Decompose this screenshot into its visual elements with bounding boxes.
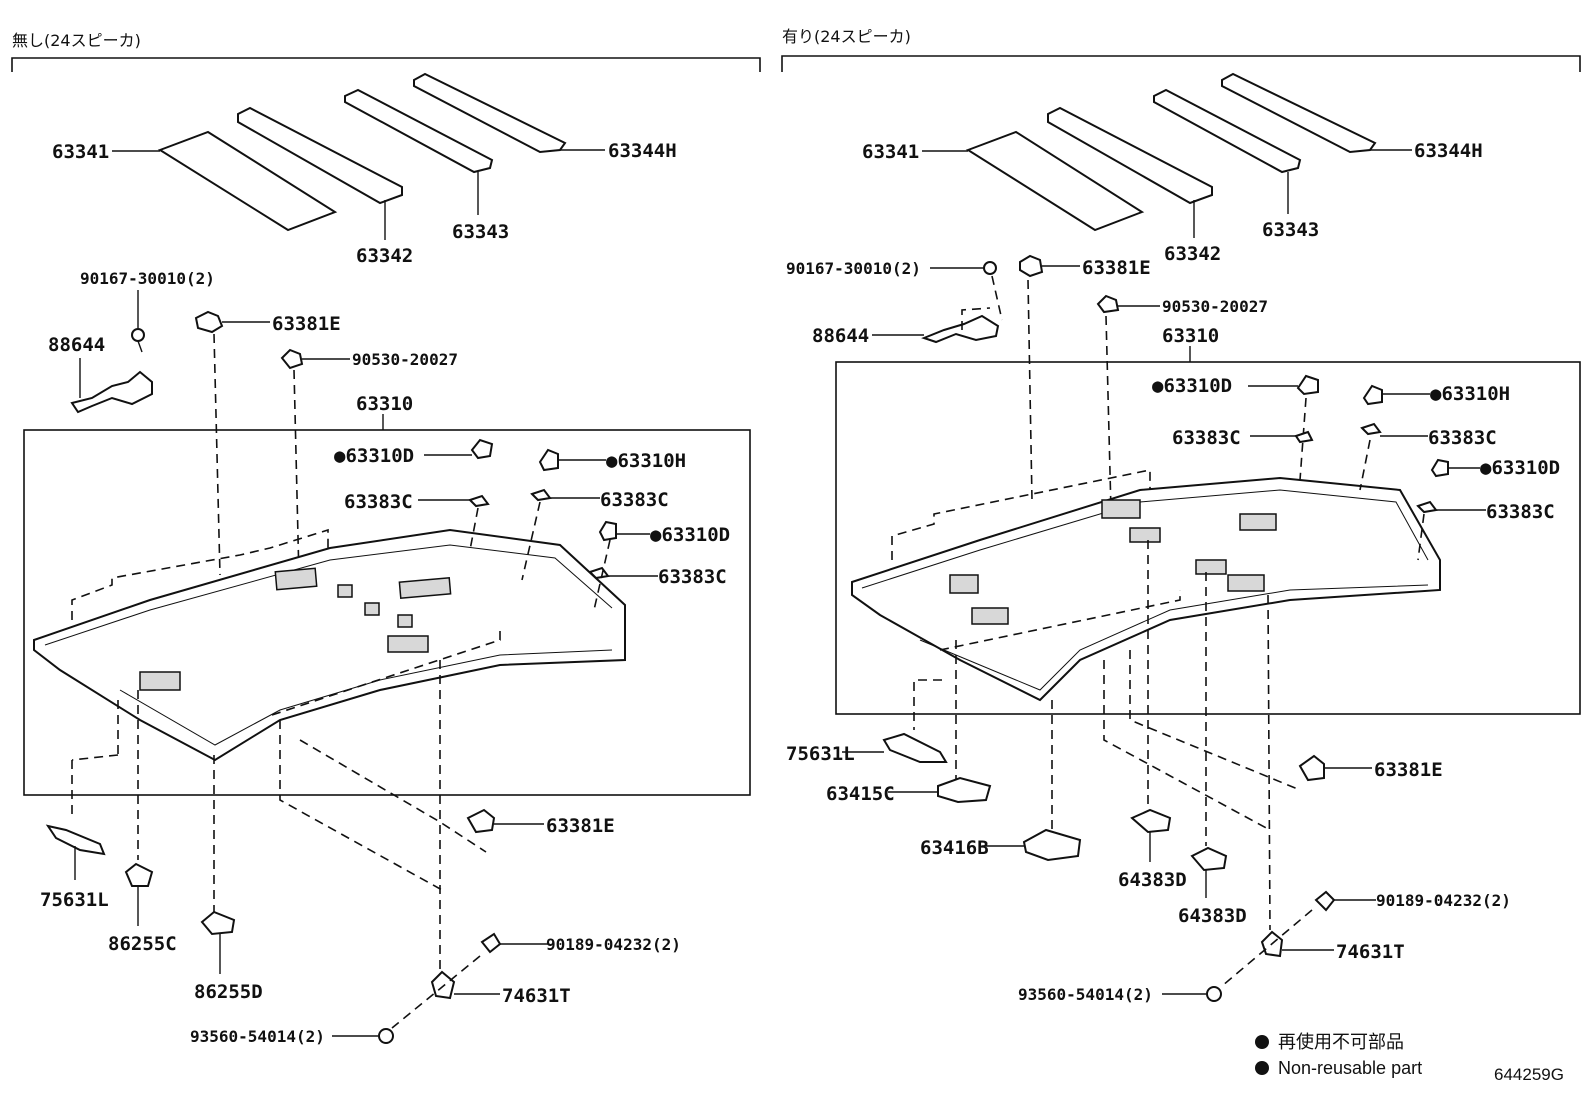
label-63383C-1: 63383C	[344, 491, 413, 513]
label-63344H: 63344H	[608, 140, 677, 162]
screw-90189-r	[1314, 890, 1336, 912]
clip-63310H-r	[1362, 384, 1383, 406]
part-63415C-r	[937, 776, 992, 804]
part-74631T	[430, 970, 456, 1000]
label-63383C-2-r: 63383C	[1428, 427, 1497, 449]
clip-90530	[280, 348, 304, 370]
label-88644: 88644	[48, 334, 105, 356]
label-63415C-r: 63415C	[826, 783, 895, 805]
label-63310: 63310	[356, 393, 413, 415]
label-63383C-1-r: 63383C	[1172, 427, 1241, 449]
non-reusable-bullet-icon	[1255, 1035, 1269, 1049]
headliner-63310	[33, 528, 626, 762]
clip-63381E-bottom-r	[1298, 754, 1325, 782]
label-63343: 63343	[452, 221, 509, 243]
right-panel: 63341 63342 63343 63344H 90167-30010(2) …	[786, 72, 1581, 1004]
label-63310D-1: ●63310D	[334, 445, 414, 467]
pad-63343-r	[1153, 88, 1302, 174]
label-63383C-3-r: 63383C	[1486, 501, 1555, 523]
clip-63310H	[538, 448, 559, 472]
bracket-88644-r	[921, 314, 1000, 344]
headliner-63310-r	[851, 476, 1441, 702]
clip-63381E-top-r	[1019, 254, 1044, 278]
label-86255C: 86255C	[108, 933, 177, 955]
label-63310D-1-r: ●63310D	[1152, 375, 1232, 397]
part-86255C	[124, 862, 154, 887]
bolt-90167	[131, 328, 145, 342]
label-63383C-3: 63383C	[658, 566, 727, 588]
header-right-bracket	[781, 55, 1581, 72]
part-75631L-r	[882, 732, 948, 763]
label-90530: 90530-20027	[352, 350, 458, 369]
label-63310-r: 63310	[1162, 325, 1219, 347]
part-64383D-2-r	[1190, 846, 1228, 872]
label-93560: 93560-54014(2)	[190, 1027, 325, 1046]
header-left-bracket	[11, 57, 761, 72]
label-74631T-r: 74631T	[1336, 941, 1405, 963]
label-63343-r: 63343	[1262, 219, 1319, 241]
pad-63341	[157, 130, 338, 232]
pad-63342-r	[1047, 106, 1213, 205]
non-reusable-bullet-icon-2	[1255, 1061, 1269, 1075]
label-63381E-bottom-r: 63381E	[1374, 759, 1443, 781]
label-90189: 90189-04232(2)	[546, 935, 681, 954]
clip-63381E-bottom	[466, 808, 496, 834]
label-86255D: 86255D	[194, 981, 263, 1003]
bolt-90167-r	[983, 261, 997, 275]
label-63344H-r: 63344H	[1414, 140, 1483, 162]
label-63381E-bottom: 63381E	[546, 815, 615, 837]
legend-en: Non-reusable part	[1278, 1058, 1422, 1078]
part-86255D	[200, 910, 236, 936]
label-90189-r: 90189-04232(2)	[1376, 891, 1511, 910]
label-63341-r: 63341	[862, 141, 919, 163]
label-63342-r: 63342	[1164, 243, 1221, 265]
label-63381E-top-r: 63381E	[1082, 257, 1151, 279]
label-63310H: ●63310H	[606, 450, 686, 472]
box-63310-r	[835, 361, 1581, 715]
clip-90530-r	[1096, 294, 1120, 314]
pad-63342	[237, 106, 403, 205]
label-63310D-2-r: ●63310D	[1480, 457, 1560, 479]
label-63310H-r: ●63310H	[1430, 383, 1510, 405]
clip-63310D-2-r	[1430, 458, 1449, 478]
bracket-88644	[70, 370, 153, 414]
legend-jp: 再使用不可部品	[1278, 1032, 1404, 1052]
label-93560-r: 93560-54014(2)	[1018, 985, 1153, 1004]
label-90530-r: 90530-20027	[1162, 297, 1268, 316]
label-90167-r: 90167-30010(2)	[786, 259, 921, 278]
clip-63310D-2	[598, 520, 617, 542]
pad-63343	[344, 88, 494, 174]
label-64383D-1-r: 64383D	[1118, 869, 1187, 891]
screw-90189	[480, 932, 502, 954]
screw-93560-r	[1206, 986, 1222, 1002]
header-right: 有り(24スピーカ)	[782, 27, 911, 46]
label-63383C-2: 63383C	[600, 489, 669, 511]
screw-93560	[378, 1028, 394, 1044]
diagram-code: 644259G	[1494, 1065, 1564, 1084]
label-90167: 90167-30010(2)	[80, 269, 215, 288]
label-63381E-top: 63381E	[272, 313, 341, 335]
left-panel: 63341 63342 63343 63344H 90167-30010(2) …	[23, 72, 751, 1046]
clip-63310D-1-r	[1296, 374, 1319, 396]
label-74631T: 74631T	[502, 985, 571, 1007]
label-63416B-r: 63416B	[920, 837, 989, 859]
label-75631L-r: 75631L	[786, 743, 855, 765]
clip-63310D-1	[470, 438, 494, 460]
label-63310D-2: ●63310D	[650, 524, 730, 546]
label-63342: 63342	[356, 245, 413, 267]
pad-63341-r	[965, 130, 1145, 232]
part-75631L	[45, 824, 106, 856]
header-left: 無し(24スピーカ)	[12, 31, 141, 50]
part-63416B-r	[1022, 828, 1082, 862]
label-63341: 63341	[52, 141, 109, 163]
part-64383D-1-r	[1130, 808, 1172, 834]
label-88644-r: 88644	[812, 325, 869, 347]
label-75631L: 75631L	[40, 889, 109, 911]
label-64383D-2-r: 64383D	[1178, 905, 1247, 927]
legend: 再使用不可部品 Non-reusable part	[1255, 1032, 1422, 1078]
box-63310	[23, 429, 751, 796]
clip-63381E-top	[194, 310, 224, 334]
